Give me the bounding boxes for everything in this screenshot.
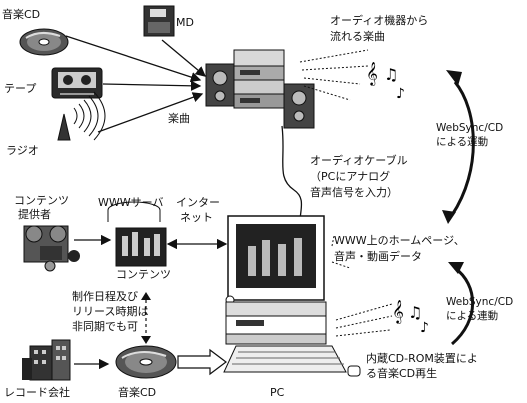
stereo-system-icon: [205, 49, 315, 129]
computer-icon: [223, 215, 361, 377]
label-websync-bottom-1: WebSync/CD: [446, 296, 514, 308]
label-radio: ラジオ: [6, 144, 39, 157]
music-notes-icon: 𝄞 ♫ ♪: [366, 61, 405, 102]
film-camera-icon: [23, 225, 80, 272]
label-websync-top-2: による運動: [436, 136, 489, 148]
cd-icon: [19, 28, 69, 56]
label-cdrom-play-2: る音楽CD再生: [366, 367, 438, 380]
radio-antenna-icon: [57, 91, 106, 141]
label-audio-cable-2: （PCにアナログ: [310, 170, 391, 183]
svg-text:♫: ♫: [408, 303, 422, 322]
music-notes-icon: 𝄞 ♫ ♪: [392, 299, 429, 336]
svg-text:♫: ♫: [384, 65, 398, 84]
label-internet-1: インター: [176, 196, 220, 209]
cd-icon: [115, 345, 177, 379]
label-schedule-3: 非同期でも可: [72, 320, 138, 333]
label-tape: テープ: [4, 82, 37, 95]
label-music-cd: 音楽CD: [2, 8, 41, 21]
label-www-homepage-2: 音声・動画データ: [334, 250, 422, 263]
label-content-provider-2: 提供者: [18, 208, 51, 221]
building-icon: [22, 339, 71, 381]
label-audio-flow-2: 流れる楽曲: [330, 30, 385, 43]
label-internet-2: ネット: [180, 211, 213, 224]
label-pc: PC: [270, 386, 285, 399]
svg-text:♪: ♪: [396, 86, 405, 102]
label-music-cd-bottom: 音楽CD: [118, 386, 157, 399]
label-websync-bottom-2: による連動: [446, 310, 499, 322]
label-record-company: レコード会社: [4, 386, 70, 399]
label-audio-flow-1: オーディオ機器から: [330, 14, 429, 27]
label-cdrom-play-1: 内蔵CD-ROM装置によ: [366, 352, 478, 365]
label-schedule-1: 制作日程及び: [72, 290, 138, 303]
svg-text:♪: ♪: [420, 320, 429, 336]
label-www-server: WWWサーバ: [98, 196, 164, 209]
label-audio-cable-1: オーディオケーブル: [310, 154, 408, 167]
svg-text:𝄞: 𝄞: [366, 61, 378, 86]
label-content-provider-1: コンテンツ: [14, 194, 69, 207]
md-icon: [143, 5, 175, 37]
svg-text:𝄞: 𝄞: [392, 299, 404, 324]
label-websync-top-1: WebSync/CD: [436, 122, 504, 134]
label-contents: コンテンツ: [116, 268, 171, 281]
server-icon: [107, 201, 167, 267]
label-schedule-2: リリース時期は: [72, 305, 149, 318]
label-music: 楽曲: [168, 112, 190, 125]
cassette-tape-icon: [51, 67, 103, 99]
label-md: MD: [176, 16, 194, 29]
label-audio-cable-3: 音声信号を入力）: [310, 186, 398, 199]
label-www-homepage-1: WWW上のホームページ、: [334, 234, 465, 247]
